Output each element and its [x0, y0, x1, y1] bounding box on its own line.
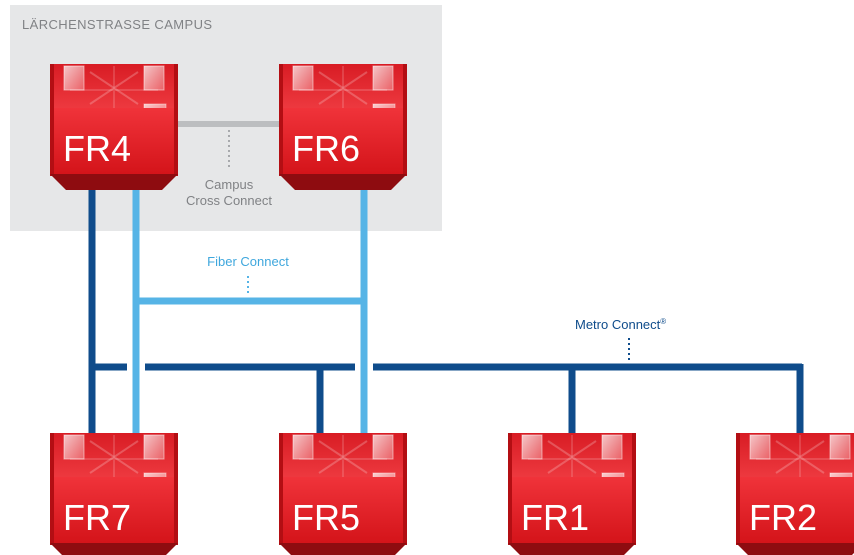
- campus-cross-connect-label-line1: Campus: [205, 177, 254, 192]
- node-fr7: FR7: [49, 432, 179, 555]
- node-fr4-label: FR4: [63, 128, 131, 169]
- node-fr2-label: FR2: [749, 497, 817, 538]
- fiber-connect-lines: [132, 182, 368, 438]
- metro-connect-lines: [88, 182, 804, 438]
- campus-label: LÄRCHENSTRASSE CAMPUS: [22, 17, 212, 32]
- node-fr4: FR4: [49, 63, 179, 191]
- campus-cross-connect-label-line2: Cross Connect: [186, 193, 272, 208]
- node-fr1: FR1: [507, 432, 637, 555]
- node-fr1-label: FR1: [521, 497, 589, 538]
- node-fr6: FR6: [278, 63, 408, 191]
- node-fr7-label: FR7: [63, 497, 131, 538]
- node-fr5-label: FR5: [292, 497, 360, 538]
- node-fr2: FR2: [735, 432, 854, 555]
- fiber-connect-label: Fiber Connect: [207, 254, 289, 269]
- node-fr5: FR5: [278, 432, 408, 555]
- metro-connect-label: Metro Connect®: [575, 317, 666, 332]
- node-fr6-label: FR6: [292, 128, 360, 169]
